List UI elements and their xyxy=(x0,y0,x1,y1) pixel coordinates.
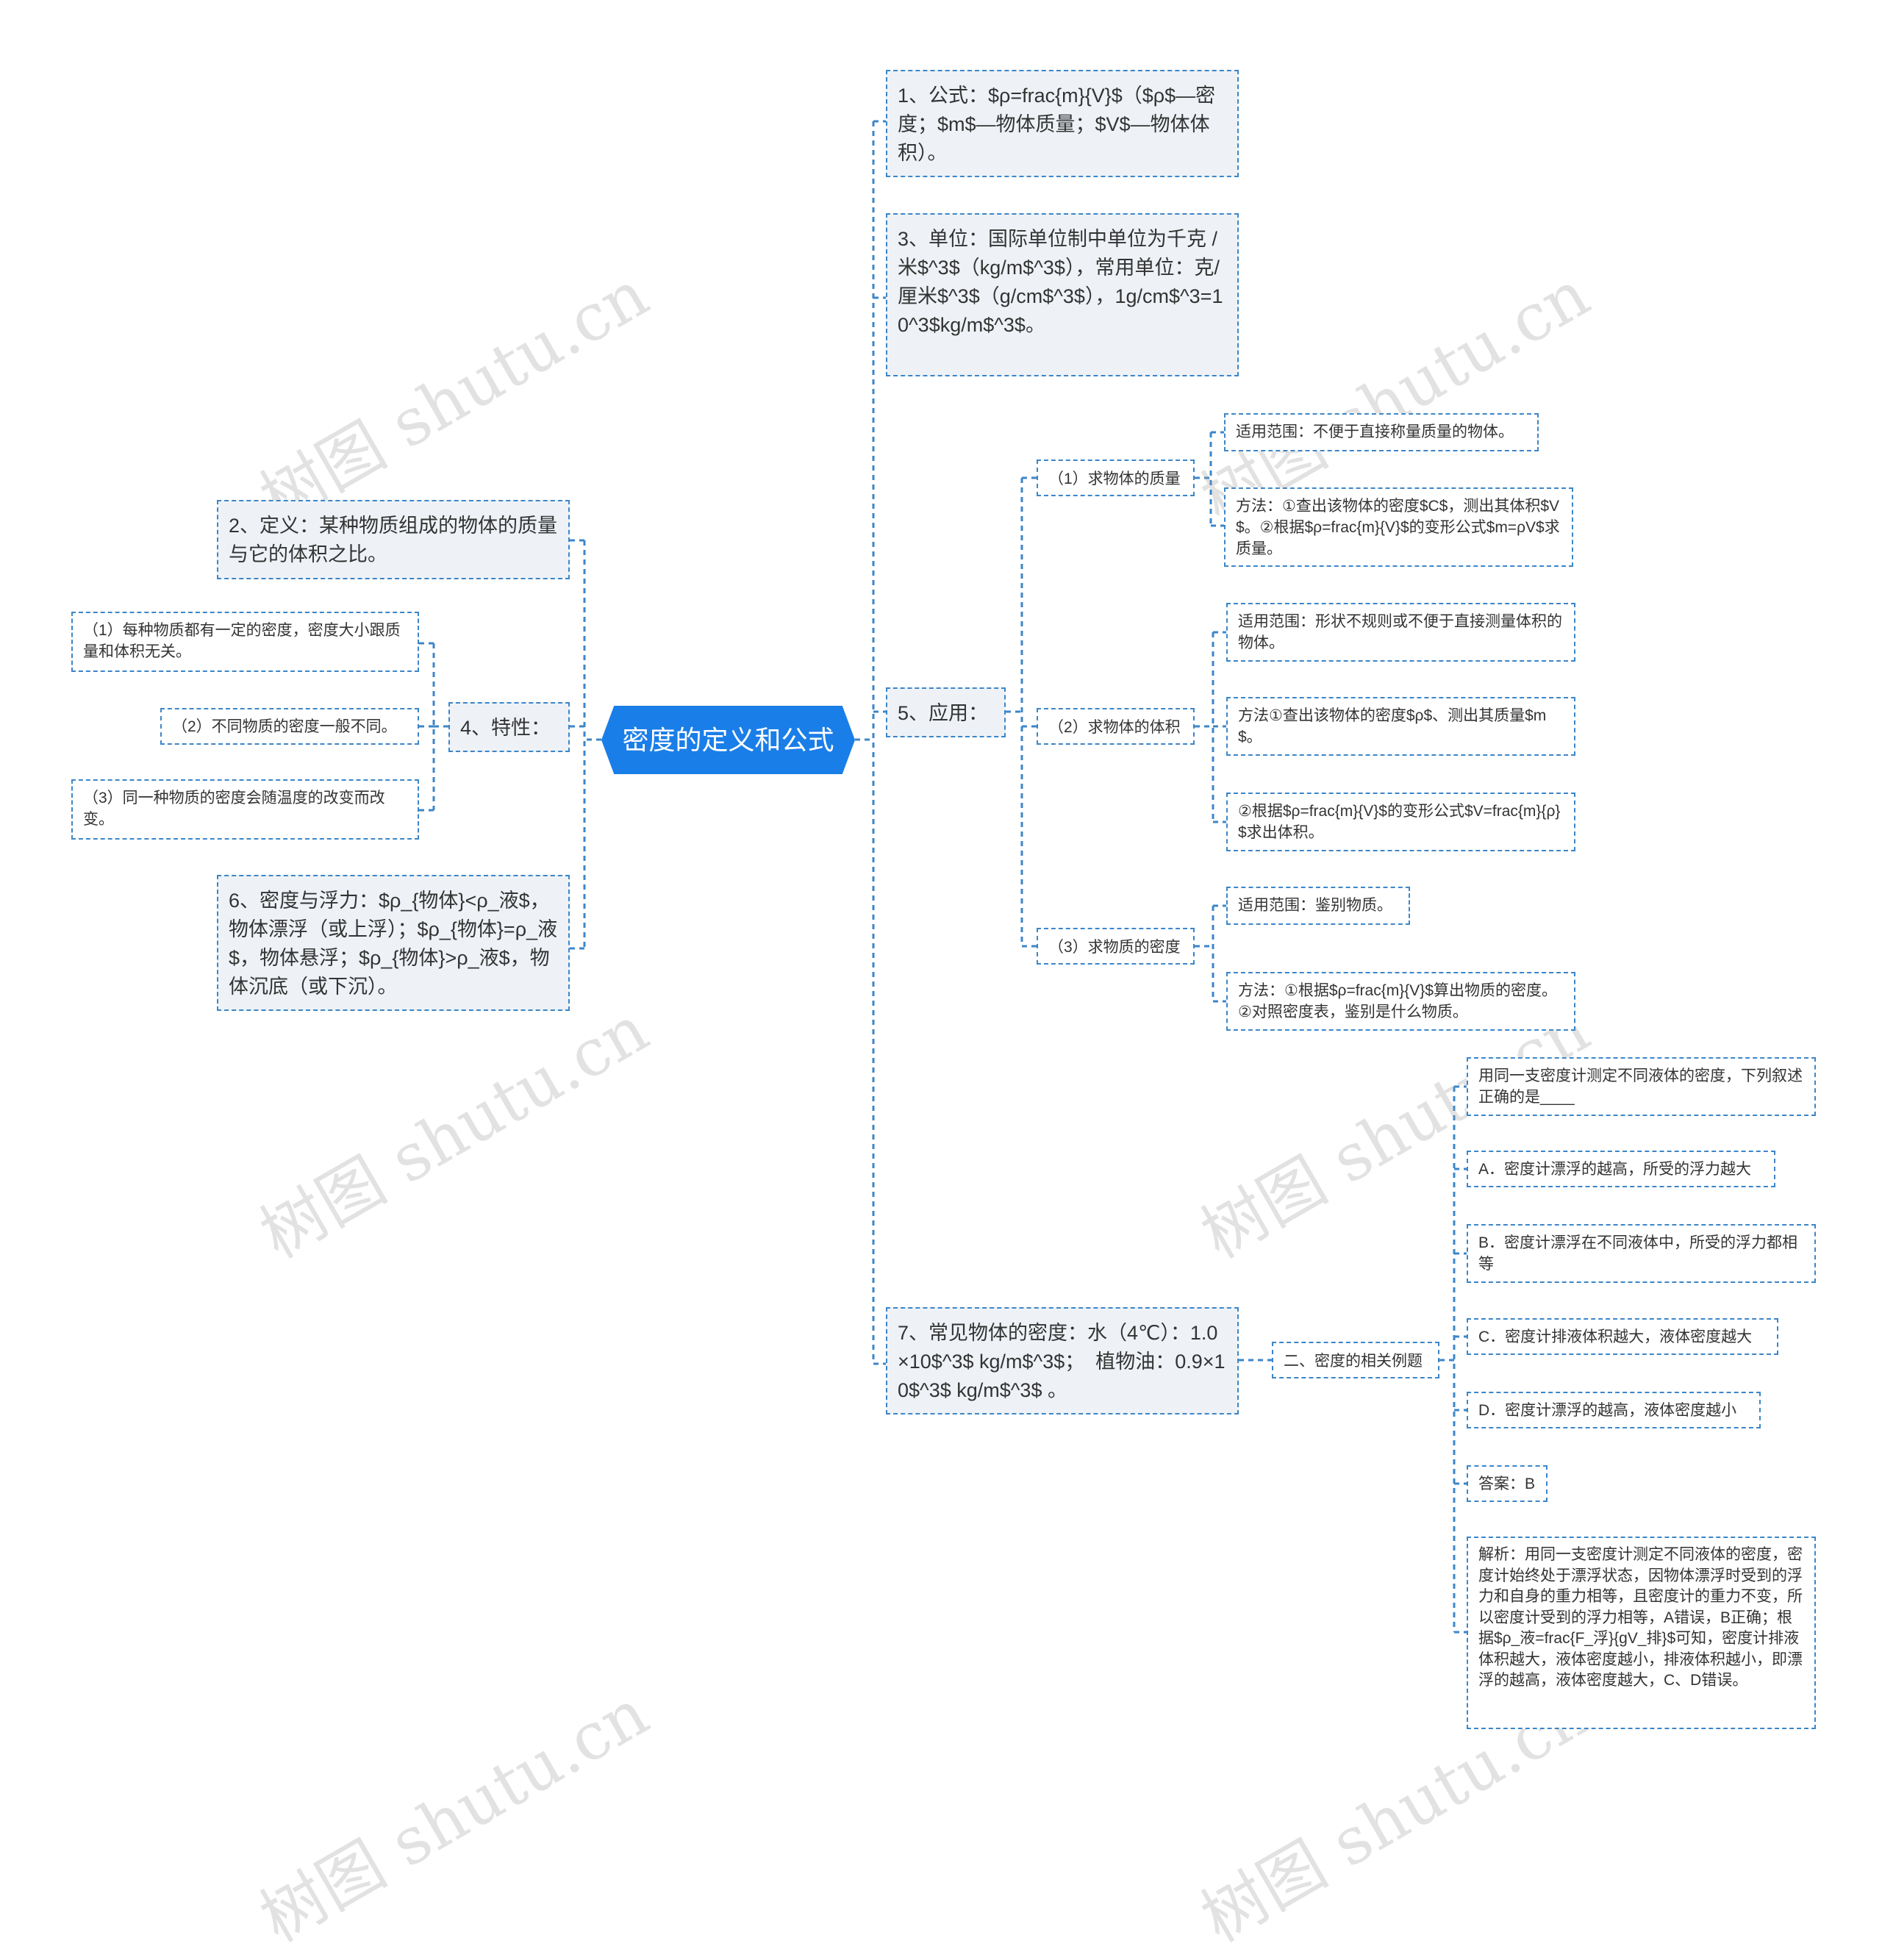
node-formula[interactable]: 1、公式：$ρ=frac{m}{V}$（$ρ$—密度；$m$—物体质量；$V$—… xyxy=(886,70,1239,177)
connector-lines xyxy=(419,120,1467,1634)
node-app-mass-scope[interactable]: 适用范围：不便于直接称量质量的物体。 xyxy=(1224,413,1539,451)
node-property-3[interactable]: （3）同一种物质的密度会随温度的改变而改变。 xyxy=(71,779,419,840)
example-option-c[interactable]: C．密度计排液体积越大，液体密度越大 xyxy=(1467,1318,1778,1355)
node-app-mass-method[interactable]: 方法：①查出该物体的密度$C$，测出其体积$V$。②根据$ρ=frac{m}{V… xyxy=(1224,487,1573,567)
node-app-density[interactable]: （3）求物质的密度 xyxy=(1037,928,1195,965)
node-app-volume-method[interactable]: 方法①查出该物体的密度$ρ$、测出其质量$m$。 xyxy=(1226,697,1575,756)
node-app-density-scope[interactable]: 适用范围：鉴别物质。 xyxy=(1226,887,1410,925)
node-unit[interactable]: 3、单位：国际单位制中单位为千克 / 米$^3$（kg/m$^3$），常用单位：… xyxy=(886,213,1239,376)
example-analysis[interactable]: 解析：用同一支密度计测定不同液体的密度，密度计始终处于漂浮状态，因物体漂浮时受到… xyxy=(1467,1537,1816,1729)
example-option-a[interactable]: A．密度计漂浮的越高，所受的浮力越大 xyxy=(1467,1151,1775,1187)
node-app-volume[interactable]: （2）求物体的体积 xyxy=(1037,708,1195,745)
example-option-d[interactable]: D．密度计漂浮的越高，液体密度越小 xyxy=(1467,1392,1761,1428)
node-application[interactable]: 5、应用： xyxy=(886,687,1006,737)
node-app-volume-scope[interactable]: 适用范围：形状不规则或不便于直接测量体积的物体。 xyxy=(1226,603,1575,662)
root-node[interactable]: 密度的定义和公式 xyxy=(601,706,855,774)
node-definition[interactable]: 2、定义：某种物质组成的物体的质量与它的体积之比。 xyxy=(217,500,570,579)
example-answer[interactable]: 答案：B xyxy=(1467,1465,1548,1502)
node-buoyancy[interactable]: 6、密度与浮力：$ρ_{物体}<ρ_液$，物体漂浮（或上浮）；$ρ_{物体}=ρ… xyxy=(217,875,570,1011)
node-app-density-method[interactable]: 方法：①根据$ρ=frac{m}{V}$算出物质的密度。②对照密度表，鉴别是什么… xyxy=(1226,972,1575,1031)
node-example[interactable]: 二、密度的相关例题 xyxy=(1272,1342,1439,1378)
example-option-b[interactable]: B．密度计漂浮在不同液体中，所受的浮力都相等 xyxy=(1467,1224,1816,1283)
node-property-1[interactable]: （1）每种物质都有一定的密度，密度大小跟质量和体积无关。 xyxy=(71,612,419,672)
node-app-volume-formula[interactable]: ②根据$ρ=frac{m}{V}$的变形公式$V=frac{m}{ρ}$求出体积… xyxy=(1226,793,1575,851)
node-app-mass[interactable]: （1）求物体的质量 xyxy=(1037,459,1195,496)
node-common-density[interactable]: 7、常见物体的密度：水（4℃）：1.0×10$^3$ kg/m$^3$； 植物油… xyxy=(886,1307,1239,1414)
node-properties[interactable]: 4、特性： xyxy=(448,702,570,752)
example-question[interactable]: 用同一支密度计测定不同液体的密度，下列叙述正确的是____ xyxy=(1467,1057,1816,1116)
node-property-2[interactable]: （2）不同物质的密度一般不同。 xyxy=(160,708,419,745)
